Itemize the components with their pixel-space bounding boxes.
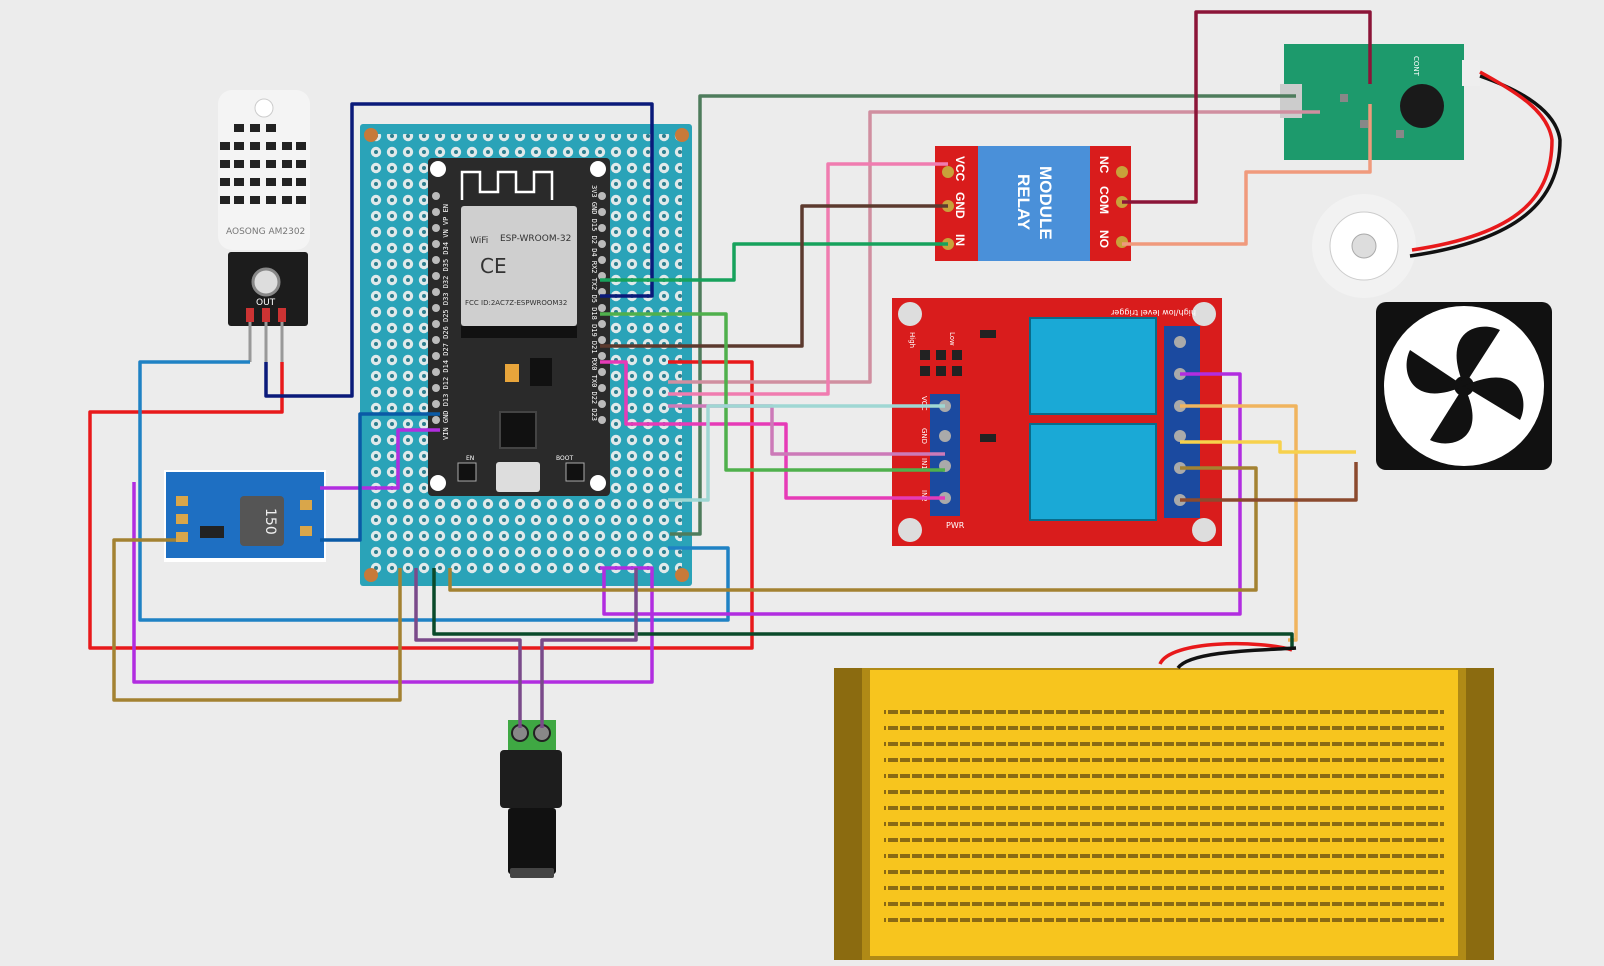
fcc-id: FCC ID:2AC7Z-ESPWROOM32 <box>465 299 567 307</box>
relay-module-single: MODULE RELAY VCC GND IN NC COM NO <box>935 146 1131 261</box>
mist-connector-label: CONT <box>1412 56 1420 77</box>
right-pin-labels: 3V3 GND D15 D2 D4 RX2 TX2 D5 D18 D19 D21… <box>590 185 598 421</box>
dht-out-label: OUT <box>256 298 276 308</box>
wifi-label: WiFi <box>470 236 488 246</box>
jumper-high-label: High <box>908 332 916 348</box>
dual-relay-in1-label: IN1 <box>920 458 928 470</box>
ultrasonic-disc <box>1312 194 1416 298</box>
buck-converter: 150 <box>164 470 326 562</box>
boot-label: BOOT <box>556 455 573 462</box>
module-name: ESP-WROOM-32 <box>500 234 571 244</box>
boot-button[interactable] <box>565 462 585 482</box>
relay-nc-label: NC <box>1097 156 1111 174</box>
dual-relay-vcc-label: VCC <box>920 396 928 411</box>
relay-no-label: NO <box>1097 230 1111 248</box>
relay-in-label: IN <box>953 234 967 246</box>
relay-com-label: COM <box>1097 186 1111 214</box>
esp32-board: ESP-WROOM-32 WiFi CE FCC ID:2AC7Z-ESPWRO… <box>428 158 610 496</box>
wroom-module <box>461 206 577 326</box>
en-label: EN <box>466 455 474 462</box>
dc-jack <box>500 720 562 878</box>
relay-title-2: RELAY <box>1014 174 1033 231</box>
heater-pad <box>834 668 1494 960</box>
dht-brand: AOSONG AM2302 <box>226 227 305 237</box>
ce-mark: CE <box>480 254 507 278</box>
dht22-sensor: AOSONG AM2302 OUT <box>218 90 310 362</box>
inductor-label: 150 <box>262 508 278 535</box>
jumper-low-label: Low <box>948 332 956 346</box>
cooling-fan <box>1376 302 1552 470</box>
mist-maker-board: CONT <box>1280 44 1480 160</box>
dual-relay-header: high/low level trigger <box>1110 308 1196 317</box>
en-button[interactable] <box>457 462 477 482</box>
usb-port <box>496 462 540 492</box>
dual-relay-gnd-label: GND <box>920 428 928 444</box>
relay-vcc-label: VCC <box>953 156 967 182</box>
relay-title-1: MODULE <box>1036 166 1055 240</box>
relay-gnd-label: GND <box>953 192 967 219</box>
wires <box>88 10 1562 728</box>
relay-module-dual: high/low level trigger PWR High Low VCC … <box>892 298 1222 546</box>
dual-relay-pwr-label: PWR <box>946 521 965 530</box>
dual-relay-in2-label: IN2 <box>920 490 928 502</box>
left-pin-labels: VIN GND D13 D12 D14 D27 D26 D25 D33 D32 … <box>442 204 450 440</box>
